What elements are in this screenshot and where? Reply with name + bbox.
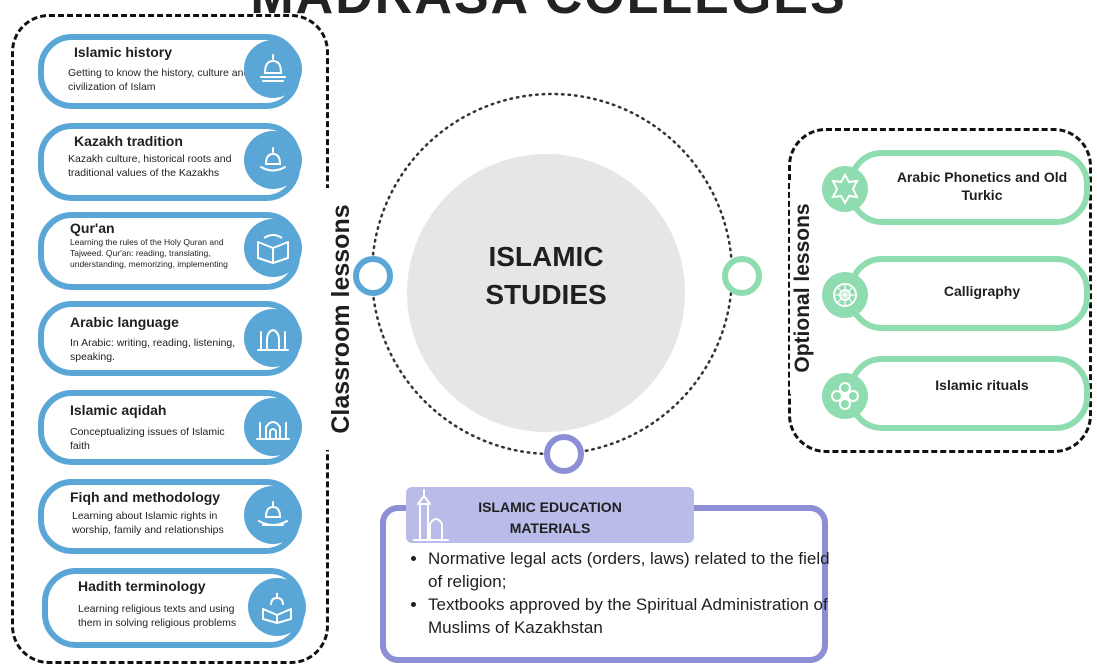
materials-item: Normative legal acts (orders, laws) rela… <box>428 547 838 593</box>
optional-lessons-label: Optional lessons <box>790 182 816 394</box>
mosque-dome-icon <box>244 131 302 189</box>
lesson-desc: Conceptualizing issues of Islamic faith <box>70 426 225 452</box>
optional-card-arabic-phonetics: Arabic Phonetics and Old Turkic <box>848 150 1090 225</box>
rosette-pattern-icon <box>822 272 868 318</box>
lesson-desc: Learning religious texts and using them … <box>78 603 237 629</box>
lesson-desc: Learning the rules of the Holy Quran and… <box>70 237 228 269</box>
optional-lessons-container <box>788 128 1092 453</box>
mosque-arch-icon <box>244 398 302 456</box>
center-title-line2: STUDIES <box>485 279 607 310</box>
lesson-desc: Getting to know the history, culture and… <box>68 67 250 93</box>
flower-pattern-icon <box>822 373 868 419</box>
star-pattern-icon <box>822 166 868 212</box>
page-title: MADRASA COLLEGES <box>0 0 1097 26</box>
open-book-icon <box>244 219 302 277</box>
optional-title: Islamic rituals <box>935 377 1029 393</box>
mosque-dome-icon <box>244 486 302 544</box>
quran-stand-icon <box>248 578 306 636</box>
lesson-title: Islamic history <box>74 44 173 60</box>
mosque-icon <box>244 309 302 367</box>
materials-ribbon <box>406 487 694 543</box>
classroom-connector <box>353 256 393 296</box>
minaret-icon <box>410 488 450 549</box>
lesson-title: Fiqh and methodology <box>70 489 221 505</box>
mosque-dome-icon <box>244 40 302 98</box>
lesson-title: Islamic aqidah <box>70 402 167 418</box>
optional-card-islamic-rituals: Islamic rituals <box>848 356 1090 431</box>
lesson-desc: In Arabic: writing, reading, listening, … <box>70 337 236 363</box>
center-circle <box>407 154 685 432</box>
lesson-title: Qur'an <box>70 220 115 236</box>
optional-card-calligraphy: Calligraphy <box>848 256 1090 331</box>
materials-item: Textbooks approved by the Spiritual Admi… <box>428 593 838 639</box>
materials-list: Normative legal acts (orders, laws) rela… <box>408 547 838 639</box>
classroom-lessons-label: Classroom lessons <box>326 188 356 450</box>
lesson-title: Hadith terminology <box>78 578 206 594</box>
lesson-title: Arabic language <box>70 314 179 330</box>
optional-title: Calligraphy <box>943 283 1021 299</box>
lesson-desc: Kazakh culture, historical roots and tra… <box>68 153 232 179</box>
lesson-title: Kazakh tradition <box>74 133 183 149</box>
optional-title: Arabic Phonetics and Old Turkic <box>896 169 1068 203</box>
optional-connector <box>722 256 762 296</box>
materials-title: ISLAMIC EDUCATION MATERIALS <box>478 499 622 536</box>
lesson-desc: Learning about Islamic rights in worship… <box>72 510 224 536</box>
materials-connector <box>544 434 584 474</box>
center-title-line1: ISLAMIC <box>488 241 604 272</box>
center-title: ISLAMIC STUDIES <box>407 238 685 314</box>
